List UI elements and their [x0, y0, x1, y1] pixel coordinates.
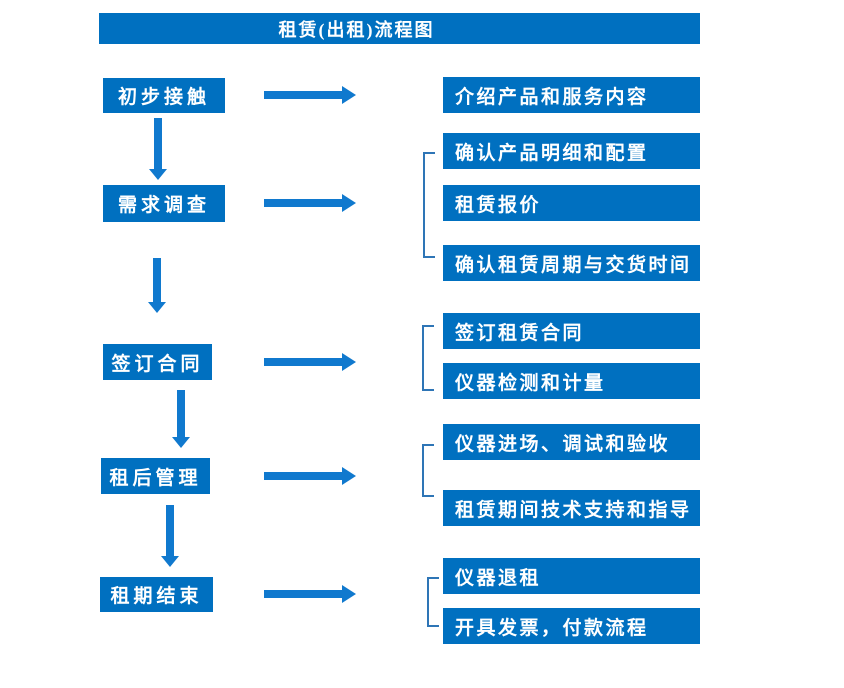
- group-bracket: [427, 577, 439, 627]
- right-arrow-icon: [264, 194, 356, 212]
- down-arrow-icon: [148, 258, 166, 313]
- step-box-sign-rental-contract: 签订租赁合同: [443, 313, 700, 349]
- right-arrow-icon: [264, 353, 356, 371]
- group-bracket: [423, 152, 435, 258]
- down-arrow-icon: [172, 390, 190, 448]
- down-arrow-icon: [149, 118, 167, 180]
- right-arrow-icon: [264, 467, 356, 485]
- stage-box-demand-survey: 需求调查: [103, 185, 225, 222]
- group-bracket: [422, 444, 434, 497]
- stage-box-lease-end: 租期结束: [100, 577, 213, 612]
- step-box-rental-quote: 租赁报价: [443, 185, 700, 221]
- group-bracket: [422, 325, 434, 391]
- flowchart-title-bar: 租赁(出租)流程图: [99, 13, 700, 44]
- stage-box-post-rental-management: 租后管理: [101, 458, 210, 494]
- stage-box-sign-contract: 签订合同: [103, 344, 212, 380]
- step-box-introduce-products: 介绍产品和服务内容: [443, 77, 700, 113]
- flowchart-title: 租赁(出租)流程图: [278, 19, 435, 40]
- step-box-technical-support: 租赁期间技术支持和指导: [443, 490, 700, 526]
- step-box-instrument-testing: 仪器检测和计量: [443, 363, 700, 399]
- step-box-instrument-setup-acceptance: 仪器进场、调试和验收: [443, 424, 700, 460]
- step-box-confirm-product-details: 确认产品明细和配置: [443, 133, 700, 169]
- stage-box-initial-contact: 初步接触: [103, 78, 225, 113]
- step-box-instrument-return: 仪器退租: [443, 558, 700, 594]
- right-arrow-icon: [264, 86, 356, 104]
- step-box-invoice-payment: 开具发票，付款流程: [443, 608, 700, 644]
- down-arrow-icon: [161, 505, 179, 567]
- step-box-confirm-rental-period: 确认租赁周期与交货时间: [443, 245, 700, 281]
- right-arrow-icon: [264, 585, 356, 603]
